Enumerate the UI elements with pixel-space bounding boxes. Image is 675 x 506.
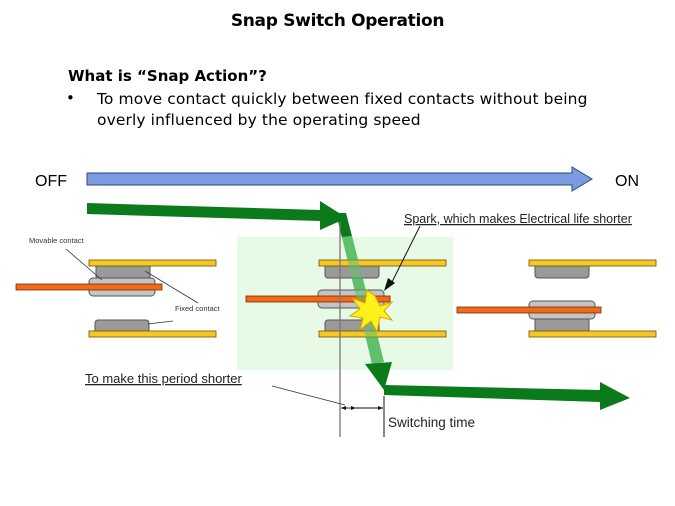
motion-arrow-turn xyxy=(336,213,352,238)
contact-state-on xyxy=(456,259,657,338)
period-label: To make this period shorter xyxy=(85,371,242,386)
slide-title: Snap Switch Operation xyxy=(230,11,445,31)
on-label: ON xyxy=(615,173,639,190)
motion-arrow-approach xyxy=(87,201,347,230)
contact-state-off xyxy=(15,259,217,338)
movable-terminal xyxy=(15,283,163,291)
timeline-arrow xyxy=(86,166,593,192)
subheading: What is “Snap Action”? xyxy=(68,67,267,85)
period-leader xyxy=(271,385,346,406)
upper-fixed-terminal xyxy=(318,259,447,267)
movable-contact-leader xyxy=(65,248,103,281)
off-label: OFF xyxy=(35,173,67,190)
motion-arrow-final xyxy=(384,382,630,410)
motion-arrow-drop-head xyxy=(365,362,392,390)
period-arrowhead-right xyxy=(351,406,356,410)
spark-leader xyxy=(389,225,421,287)
spark-label: Spark, which makes Electrical life short… xyxy=(404,212,632,226)
movable-terminal xyxy=(456,306,602,314)
lower-fixed-terminal xyxy=(318,330,447,338)
upper-fixed-terminal xyxy=(528,259,657,267)
switching-time-label: Switching time xyxy=(388,415,475,430)
motion-arrow-transition-overlay xyxy=(342,236,384,364)
bullet-text: To move contact quickly between fixed co… xyxy=(97,90,588,129)
fixed-contact-label: Fixed contact xyxy=(175,304,221,313)
lower-fixed-terminal xyxy=(528,330,657,338)
switching-time-arrowhead xyxy=(378,406,383,410)
fixed-contact-leader-lower xyxy=(147,320,174,325)
spark-leader-arrowhead xyxy=(384,278,395,291)
movable-contact-label: Movable contact xyxy=(29,236,85,245)
spark-icon xyxy=(348,289,394,334)
period-arrowhead-left xyxy=(341,406,346,410)
bullet-marker: • xyxy=(66,89,75,107)
lower-fixed-terminal xyxy=(88,330,217,338)
fixed-contact-leader-upper xyxy=(144,270,199,304)
movable-terminal xyxy=(245,295,391,303)
upper-fixed-terminal xyxy=(88,259,217,267)
